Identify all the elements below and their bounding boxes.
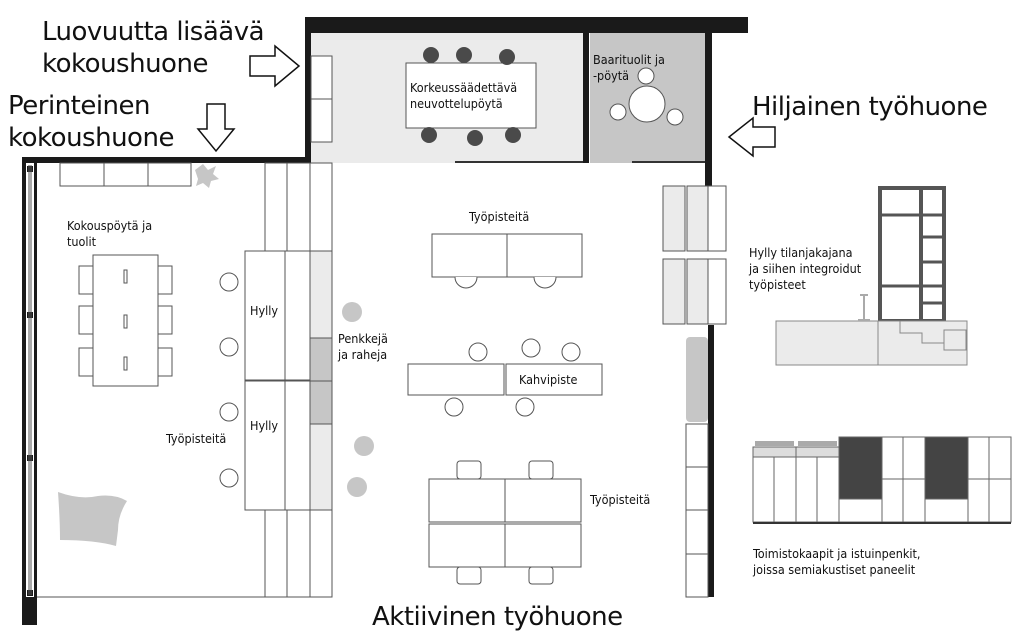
coffee-counter (505, 363, 603, 396)
label-shelf-2: Hylly (250, 418, 279, 433)
label-workstations-top: Työpisteitä (469, 209, 530, 224)
wall-right-lower (708, 325, 714, 597)
wall-creative-left (305, 17, 311, 163)
shelf-2 (244, 380, 286, 511)
label-cabinets: Toimistokaapit ja istuinpenkit, joissa s… (753, 546, 921, 577)
label-shelf-divider: Hylly tilanjakajana ja siihen integroidu… (749, 245, 862, 292)
shelf-1 (244, 250, 286, 381)
label-shelf-1: Hylly (250, 303, 279, 318)
label-workstations-bottom: Työpisteitä (590, 492, 651, 507)
workstation-desk (431, 233, 508, 278)
label-adjustable-table: Korkeussäädettävä neuvottelupöytä (410, 80, 518, 111)
wall-divider-bar (583, 33, 589, 163)
bench-strip (309, 250, 333, 339)
label-workstations-left: Työpisteitä (166, 431, 227, 446)
label-benches: Penkkejä ja raheja (338, 331, 388, 362)
wall-right-upper (705, 33, 712, 186)
plant-wall (686, 337, 708, 422)
wall-left (22, 160, 26, 625)
sideboard (59, 162, 105, 187)
creative-bench (310, 55, 333, 100)
meeting-table (92, 254, 159, 387)
walls (22, 17, 748, 625)
bar-table (628, 85, 666, 123)
wall-top (305, 17, 748, 33)
title-active-room: Aktiivinen työhuone (372, 602, 623, 632)
title-traditional-room: Perinteinen kokoushuone (8, 91, 174, 153)
wall-traditional-top (22, 157, 311, 163)
title-quiet-room: Hiljainen työhuone (752, 92, 988, 122)
label-meeting-table: Kokouspöytä ja tuolit (67, 218, 153, 249)
label-bar: Baarituolit ja -pöytä (593, 52, 665, 83)
cabinets-illustration (752, 436, 1012, 524)
arrow-left-icon (727, 116, 776, 158)
title-creative-room: Luovuutta lisäävä kokoushuone (42, 17, 265, 79)
wall-left-inner (34, 160, 37, 597)
adjustable-table (405, 62, 537, 129)
label-coffee: Kahvipiste (519, 372, 578, 387)
rug (58, 492, 127, 546)
plant-icon (195, 164, 219, 188)
arrow-down-icon (196, 103, 236, 153)
shelf-divider-illustration (775, 186, 968, 366)
arrow-right-icon (249, 44, 301, 88)
meeting-chairs (421, 47, 521, 146)
